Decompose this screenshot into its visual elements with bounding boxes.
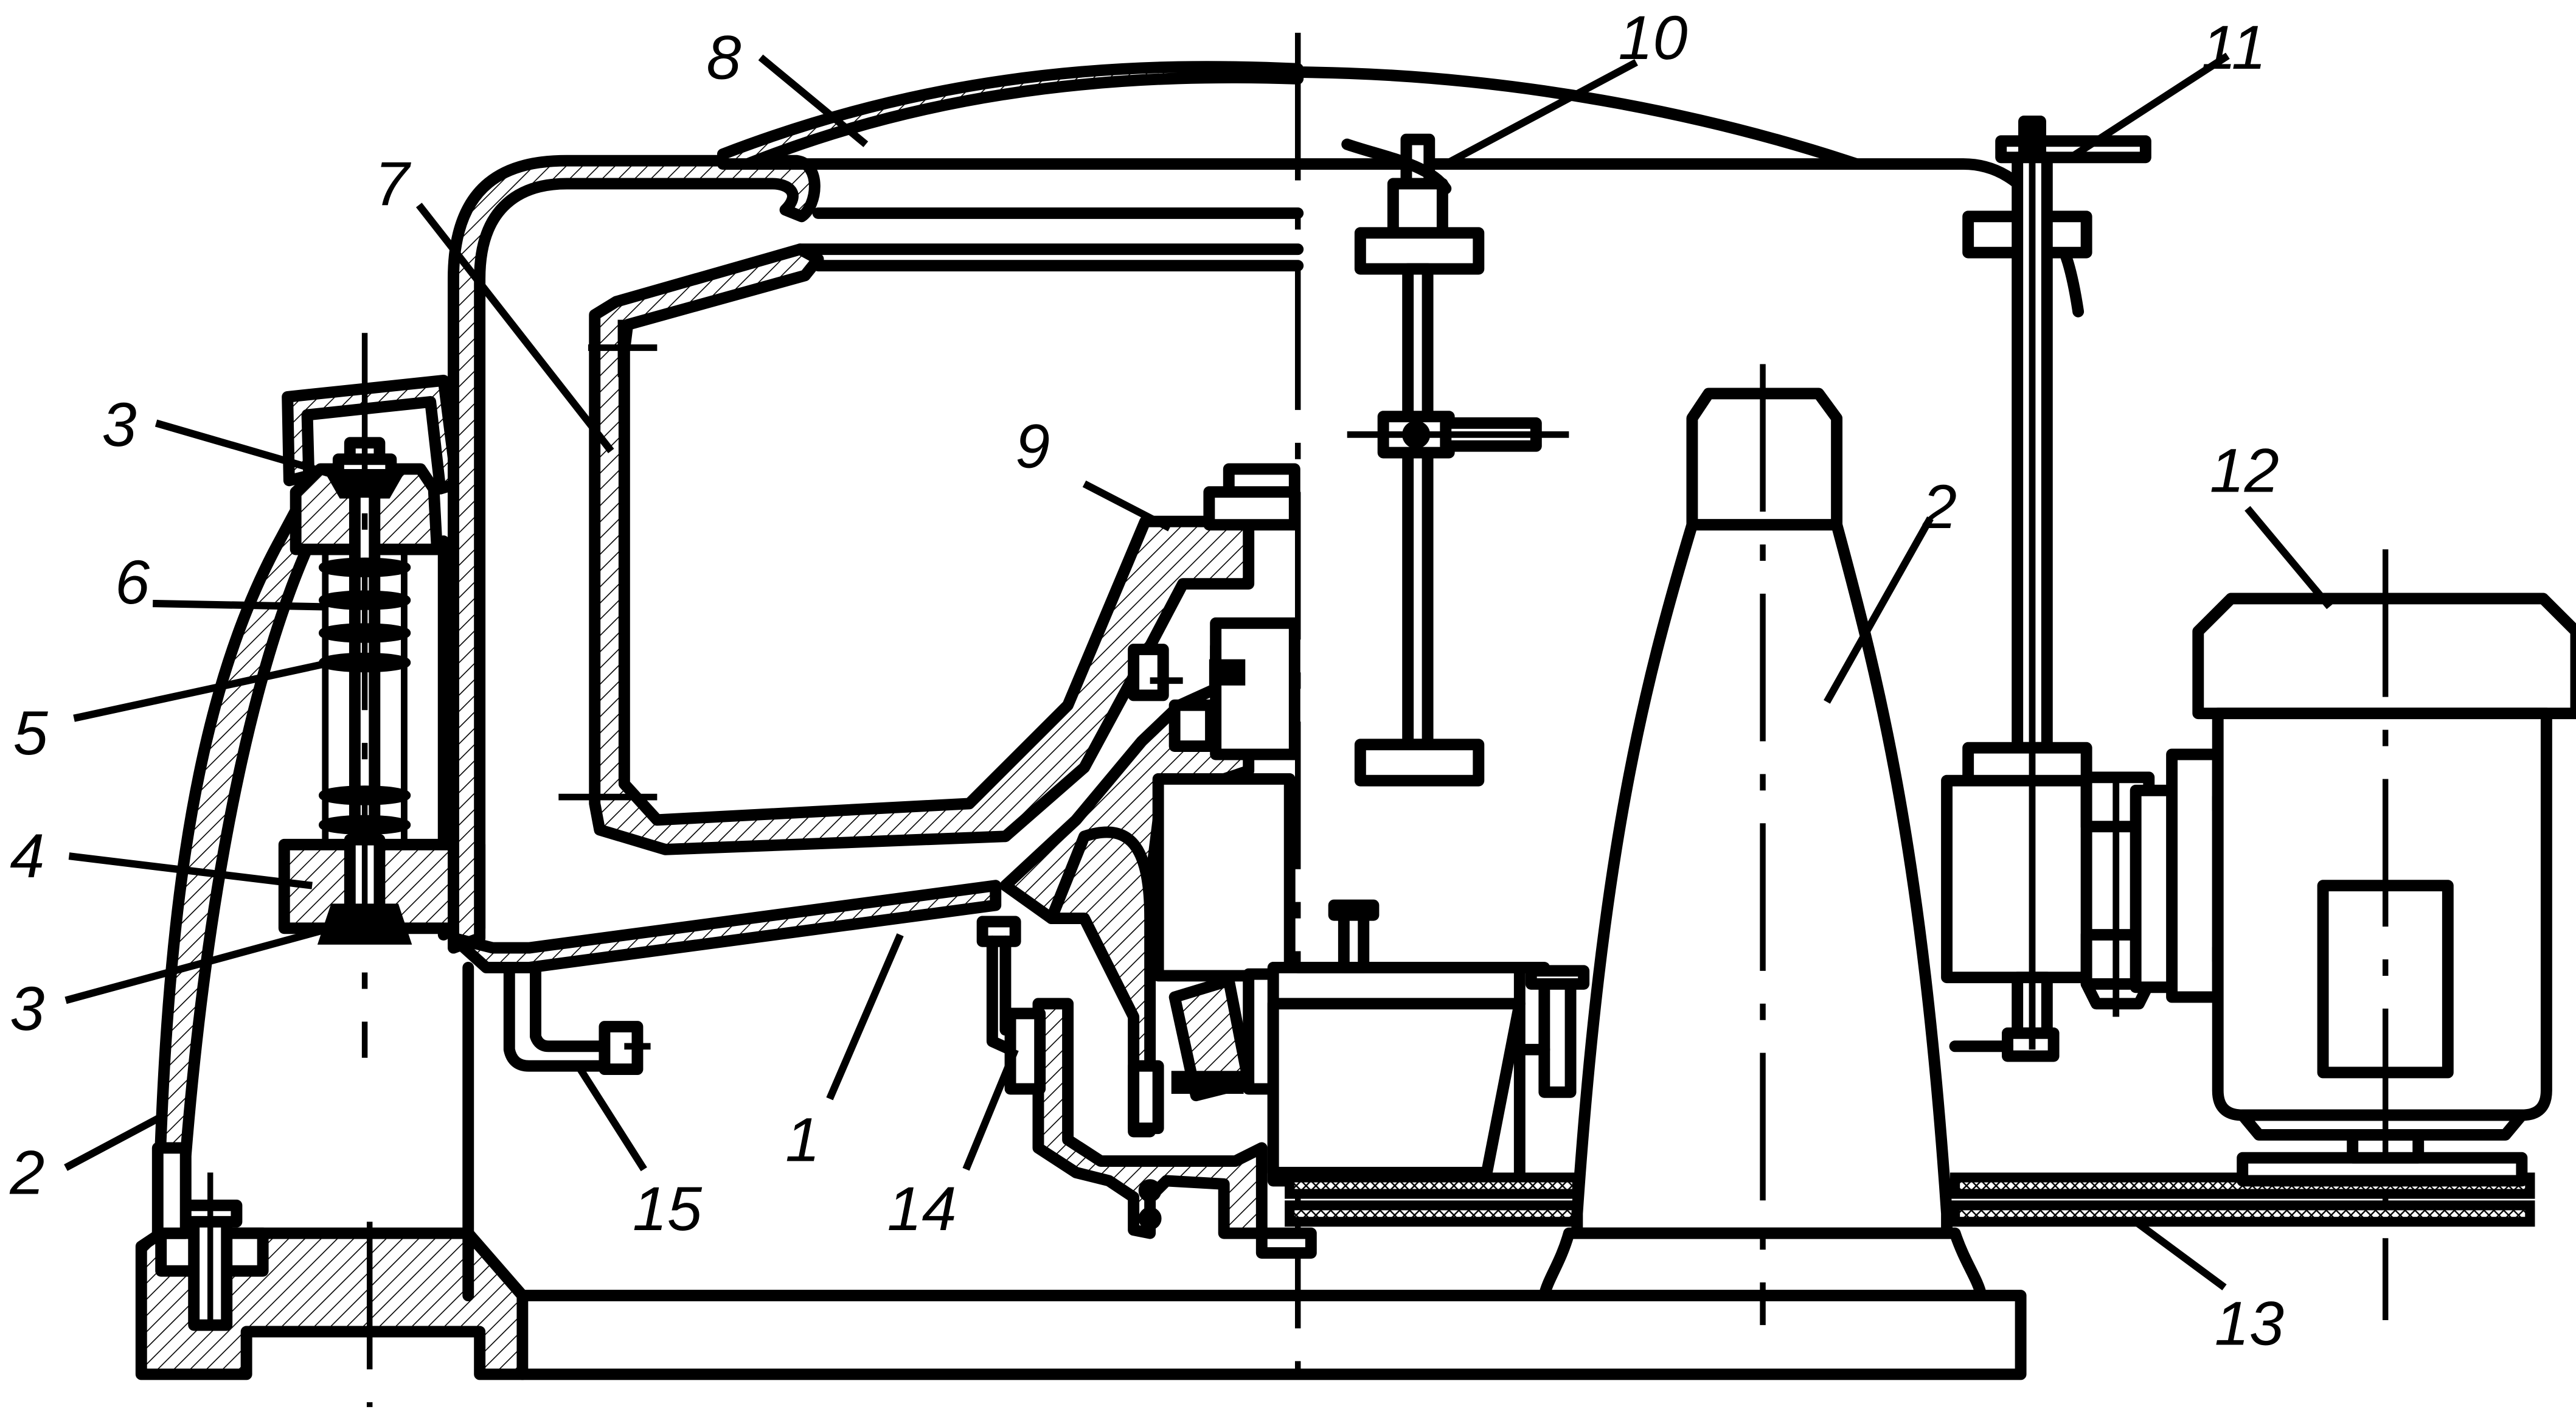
callout-2-left: 2 — [9, 1138, 44, 1208]
spring-suspension — [278, 333, 486, 1058]
callout-15: 15 — [633, 1174, 703, 1243]
callout-7: 7 — [375, 148, 412, 218]
callout-10: 10 — [1618, 2, 1687, 72]
leader-lines — [64, 52, 2333, 1291]
base-frame — [135, 1172, 2027, 1407]
callout-11: 11 — [2201, 12, 2266, 82]
callout-12: 12 — [2210, 436, 2279, 506]
housing — [447, 155, 1002, 1302]
callout-6: 6 — [115, 547, 150, 617]
callout-4: 4 — [10, 821, 44, 891]
callout-5: 5 — [13, 698, 49, 768]
callout-3-top: 3 — [102, 389, 136, 459]
basket-drum — [558, 207, 1304, 855]
callout-labels: 8 7 10 11 3 9 6 5 2 12 4 3 2 1 15 14 13 — [9, 2, 2284, 1358]
drain-pipe — [503, 962, 651, 1076]
callout-14: 14 — [887, 1174, 956, 1243]
motor-coupling — [2080, 748, 2282, 1017]
callout-2-right: 2 — [1922, 471, 1957, 541]
oil-tube — [976, 916, 1021, 1056]
electric-motor — [2192, 549, 2576, 1321]
callout-9: 9 — [1015, 411, 1050, 481]
callout-13: 13 — [2215, 1289, 2284, 1358]
lid-latch — [1341, 133, 1569, 787]
callout-3-bottom: 3 — [10, 973, 44, 1043]
support-pillar-right — [1538, 364, 1987, 1326]
callout-8: 8 — [706, 22, 741, 92]
lower-bearing-housing — [1004, 899, 1590, 1259]
callout-1: 1 — [785, 1105, 820, 1175]
lid-lift-screw — [1941, 116, 2151, 1062]
